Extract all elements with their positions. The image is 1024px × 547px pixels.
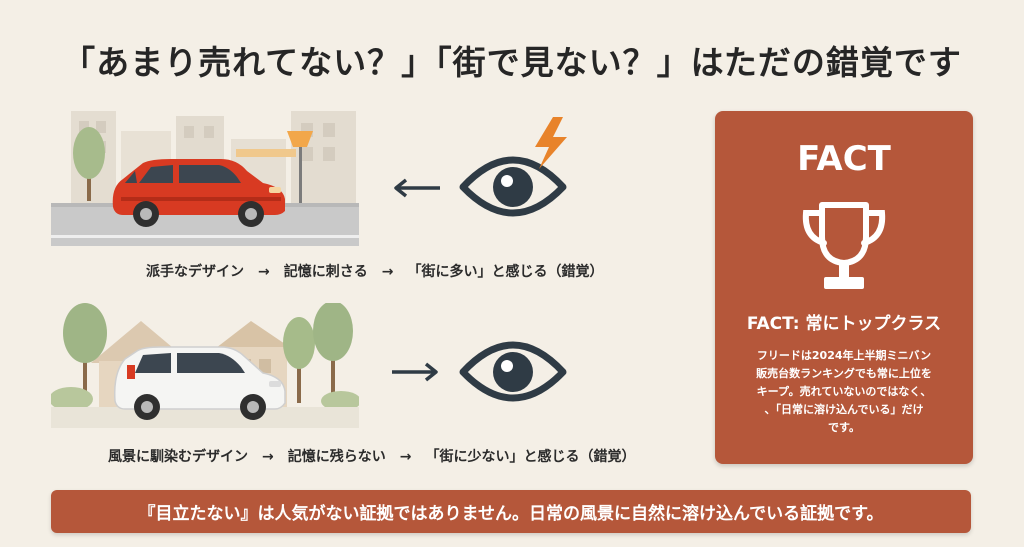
trophy-icon [794,197,894,301]
flow-step: 風景に馴染むデザイン [108,449,248,465]
flow-step: 「街に少ない」と感じる（錯覚） [425,449,636,465]
flow-step: 派手なデザイン [146,264,244,280]
flow-step: 記憶に刺さる [283,264,368,280]
right-arrow-icon: → [381,264,394,280]
red-car-scene [51,111,359,246]
fact-subheading: FACT: 常にトップクラス [746,314,942,334]
flow-step: 「街に多い」と感じる（錯覚） [407,264,604,280]
right-arrow-icon [390,362,440,386]
fact-card: FACT FACT: 常にトップクラス フリードは2024年上半期ミニバン 販売… [715,111,973,464]
page-title: 「あまり売れてない？」「街で見ない？」はただの錯覚です [62,43,962,82]
fact-heading: FACT [797,139,891,179]
fact-body-line: です。 [828,421,860,434]
fact-body: フリードは2024年上半期ミニバン 販売台数ランキングでも常に上位を キープ。売… [733,347,955,437]
flow-row-1: 派手なデザイン → 記憶に刺さる → 「街に多い」と感じる（錯覚） [146,261,603,281]
fact-body-line: 、「日常に溶け込んでいる」だけ [764,403,924,416]
fact-body-line: キープ。売れていないのではなく、 [756,385,932,398]
left-arrow-icon [392,178,442,202]
flow-step: 記憶に残らない [287,449,386,465]
right-arrow-icon: → [262,449,274,465]
conclusion-banner: 『目立たない』は人気がない証拠ではありません。日常の風景に自然に溶け込んでいる証… [51,490,971,533]
right-arrow-icon: → [258,264,270,280]
flow-row-2: 風景に馴染むデザイン → 記憶に残らない → 「街に少ない」と感じる（錯覚） [108,446,635,466]
eye-icon [455,318,580,422]
fact-body-line: フリードは2024年上半期ミニバン [756,349,932,362]
right-arrow-icon: → [399,449,412,465]
fact-body-line: 販売台数ランキングでも常に上位を [756,367,932,380]
white-car-scene [51,303,359,428]
eye-lightning-icon [455,113,580,227]
